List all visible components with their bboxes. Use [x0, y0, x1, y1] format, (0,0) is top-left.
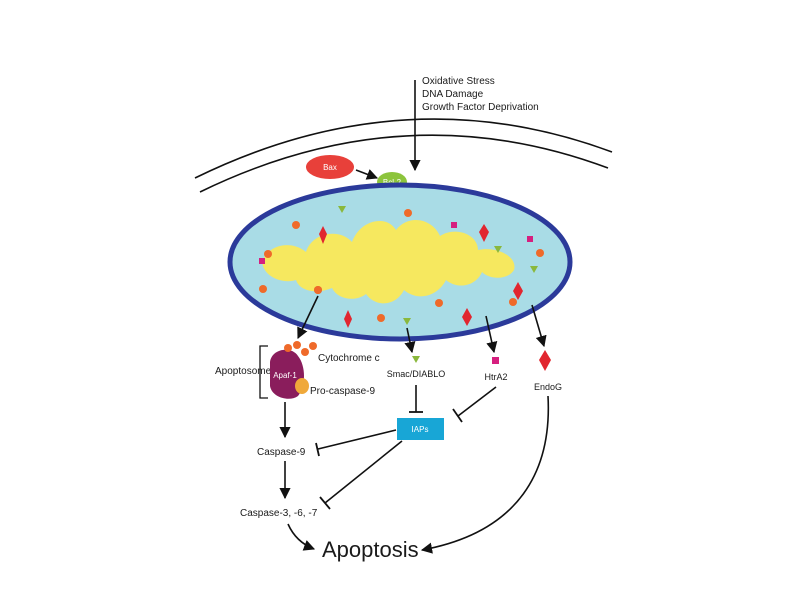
endog-release-arrow: [531, 304, 547, 348]
iaps-inhibits-caspase367-bar: [319, 496, 331, 510]
smac-icon: [412, 356, 420, 363]
caspase367-label: Caspase-3, -6, -7: [240, 508, 318, 519]
cytochrome-c-dot: [377, 314, 385, 322]
endog-diamond: [462, 308, 472, 326]
htra2-inhibits-iaps-bar: [452, 408, 463, 423]
cytochrome-c-dot: [284, 344, 292, 352]
cytochrome-c-dot: [264, 250, 272, 258]
procaspase9-protein: [295, 378, 309, 394]
endog-diamond: [479, 224, 489, 242]
cytochrome-c-dot: [301, 348, 309, 356]
procaspase9-label: Pro-caspase-9: [310, 386, 375, 397]
mito-particles: [259, 206, 544, 328]
apaf1-label: Apaf-1: [273, 371, 297, 380]
endog-to-apoptosis-arrow: [420, 395, 550, 554]
apoptosome-bracket: [259, 345, 268, 399]
smac-release-arrow: [404, 327, 416, 354]
iaps-box: [397, 418, 444, 440]
cytochrome-c-dot: [509, 298, 517, 306]
cell-membrane-outer: [194, 118, 613, 179]
cell-membrane-inner: [199, 134, 609, 193]
smac-label: Smac/DIABLO: [387, 369, 446, 379]
endog-icon: [539, 350, 551, 371]
endog-diamond: [513, 282, 523, 300]
cytochrome-c-label: Cytochrome c: [318, 353, 380, 364]
smac-triangle: [494, 246, 502, 253]
htra2-square: [451, 222, 457, 228]
smac-triangle: [530, 266, 538, 273]
smac-triangle: [403, 318, 411, 325]
htra2-icon: [492, 357, 499, 364]
caspase9-label: Caspase-9: [257, 447, 306, 458]
cytochrome-c-dot: [435, 299, 443, 307]
endog-diamond: [319, 226, 327, 244]
htra2-inhibits-iaps: [457, 386, 497, 417]
iaps-inhibits-caspase367: [324, 440, 403, 504]
htra2-release-arrow: [485, 315, 498, 354]
apoptosome-label: Apoptosome: [215, 366, 272, 377]
cytochrome-release-arrow: [297, 295, 319, 340]
caspase367-to-apoptosis-arrow: [287, 523, 316, 551]
mitochondrial-matrix: [262, 219, 515, 304]
cytochrome-c-release-dot: [314, 286, 322, 294]
cytochrome-c-dot: [259, 285, 267, 293]
htra2-square: [259, 258, 265, 264]
apoptosis-label: Apoptosis: [322, 537, 419, 562]
cytochrome-c-dot: [292, 221, 300, 229]
stimulus-growth-factor: Growth Factor Deprivation: [422, 102, 539, 113]
stimulus-dna-damage: DNA Damage: [422, 89, 484, 100]
stimulus-oxidative-stress: Oxidative Stress: [422, 76, 495, 87]
bax-protein: [306, 155, 354, 179]
endog-label: EndoG: [534, 382, 562, 392]
iaps-inhibits-caspase9: [317, 429, 397, 450]
endog-diamond: [344, 310, 352, 328]
cytochrome-c-dot: [309, 342, 317, 350]
cytochrome-c-dot: [293, 341, 301, 349]
cytochrome-c-dot: [404, 209, 412, 217]
bax-label: Bax: [323, 163, 337, 172]
htra2-square: [527, 236, 533, 242]
smac-triangle: [338, 206, 346, 213]
bax-to-bcl2-arrow: [355, 169, 379, 180]
bcl2-label: Bcl-2: [383, 178, 402, 187]
htra2-label: HtrA2: [484, 372, 507, 382]
iaps-label: IAPs: [412, 425, 429, 434]
cytochrome-c-dot: [536, 249, 544, 257]
iaps-inhibits-caspase9-bar: [315, 442, 320, 457]
